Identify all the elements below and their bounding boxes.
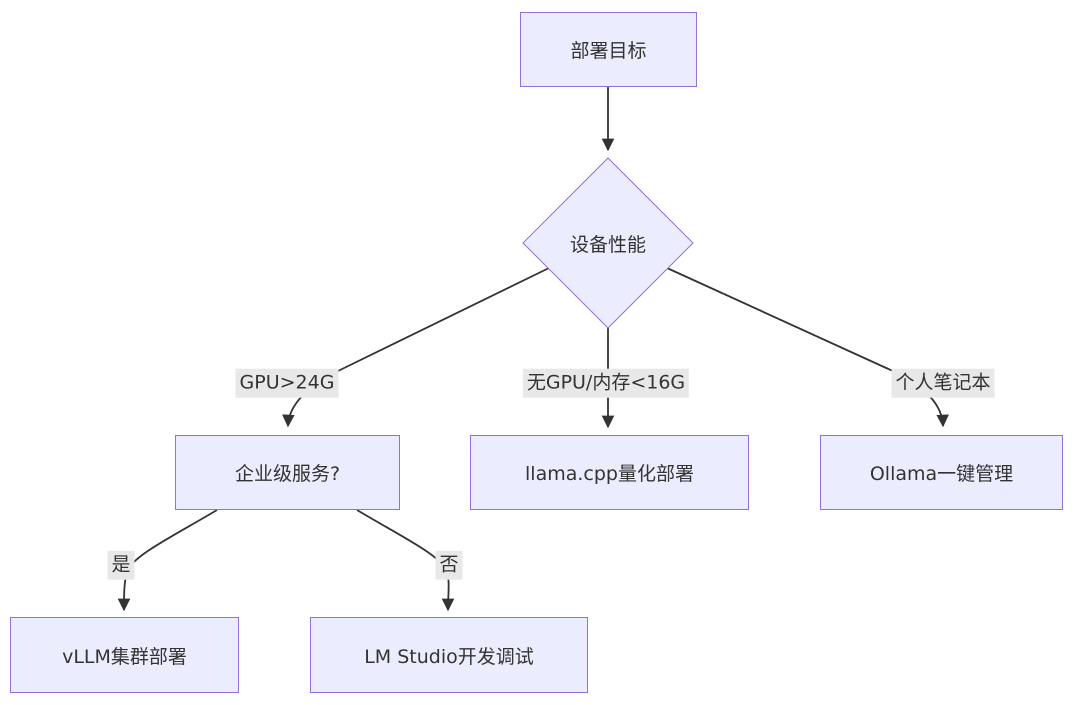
decision-diamond-shape [522,157,694,329]
node-llama-cpp: llama.cpp量化部署 [470,435,749,510]
node-lm-studio-label: LM Studio开发调试 [364,645,534,668]
edge-label-gpu-24g: GPU>24G [235,368,339,398]
edge-label-laptop: 个人笔记本 [891,368,995,398]
node-deploy-goal: 部署目标 [520,12,697,87]
edge-device-to-ollama [666,267,949,428]
node-ollama: Ollama一键管理 [820,435,1063,510]
node-device-performance: 设备性能 [523,158,693,328]
node-deploy-goal-label: 部署目标 [570,40,647,62]
node-llama-cpp-label: llama.cpp量化部署 [525,463,694,485]
node-enterprise-service-label: 企业级服务? [234,463,341,485]
edge-label-yes: 是 [107,550,135,580]
node-vllm-label: vLLM集群部署 [62,645,187,668]
node-ollama-label: Ollama一键管理 [869,463,1014,485]
node-vllm: vLLM集群部署 [10,617,239,693]
edge-label-no: 否 [435,550,463,580]
node-enterprise-service: 企业级服务? [175,435,400,510]
node-lm-studio: LM Studio开发调试 [310,617,588,693]
edge-label-no-gpu: 无GPU/内存<16G [522,368,690,398]
edge-enterprise-yes-to-vllm [117,509,218,612]
edge-device-to-enterprise [282,267,550,428]
node-device-performance-label: 设备性能 [569,233,646,256]
